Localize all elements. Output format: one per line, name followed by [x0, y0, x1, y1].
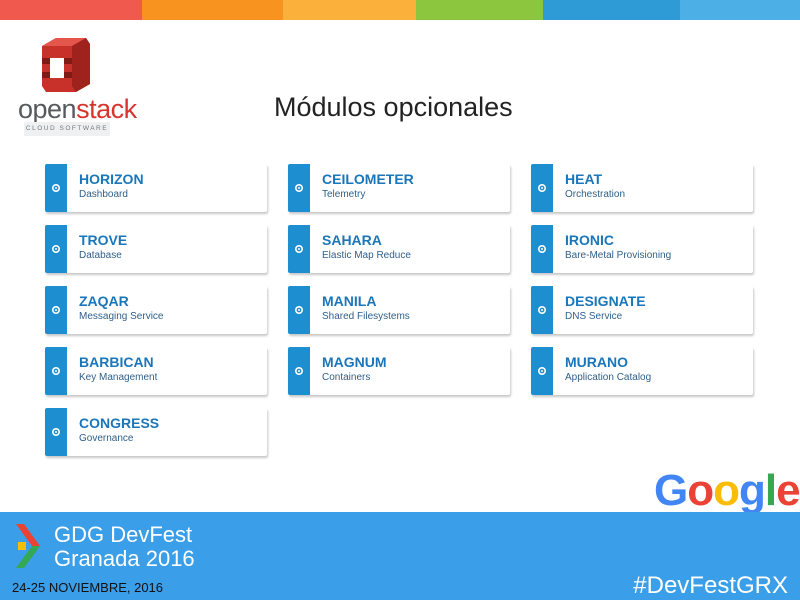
module-strip: [45, 286, 67, 334]
module-name: TROVE: [79, 232, 128, 248]
module-name: ZAQAR: [79, 293, 129, 309]
google-letter: g: [739, 466, 766, 515]
module-strip: [531, 164, 553, 212]
color-segment: [543, 0, 680, 20]
module-card[interactable]: TROVE Database: [45, 225, 267, 273]
event-hashtag: #DevFestGRX: [633, 572, 788, 599]
module-card[interactable]: IRONIC Bare-Metal Provisioning: [531, 225, 753, 273]
module-strip: [45, 225, 67, 273]
module-strip: [531, 225, 553, 273]
openstack-cube-icon: [42, 38, 90, 92]
module-card[interactable]: ZAQAR Messaging Service: [45, 286, 267, 334]
gear-icon: [294, 183, 304, 193]
module-description: Dashboard: [79, 189, 128, 200]
logo-brand-stack: stack: [76, 94, 137, 124]
module-description: Application Catalog: [565, 372, 652, 383]
gear-icon: [51, 244, 61, 254]
module-description: Orchestration: [565, 189, 626, 200]
module-description: Bare-Metal Provisioning: [565, 250, 672, 261]
logo-subtitle: CLOUD SOFTWARE: [24, 122, 110, 136]
gear-icon: [537, 183, 547, 193]
event-name: GDG DevFest: [54, 522, 193, 547]
module-card[interactable]: BARBICAN Key Management: [45, 347, 267, 395]
module-card[interactable]: CEILOMETER Telemetry: [288, 164, 510, 212]
module-description: Governance: [79, 433, 134, 444]
module-name: MANILA: [322, 293, 377, 309]
module-description: Containers: [322, 372, 371, 383]
module-strip: [288, 347, 310, 395]
module-name: BARBICAN: [79, 354, 154, 370]
event-dates: 24-25 NOVIEMBRE, 2016: [12, 580, 164, 595]
gear-icon: [294, 366, 304, 376]
module-card[interactable]: MAGNUM Containers: [288, 347, 510, 395]
module-name: HEAT: [565, 171, 603, 187]
module-strip: [531, 347, 553, 395]
slide-title: Módulos opcionales: [274, 92, 513, 122]
module-description: Database: [79, 250, 122, 261]
gear-icon: [51, 305, 61, 315]
module-description: Shared Filesystems: [322, 311, 410, 322]
module-strip: [288, 286, 310, 334]
footer-band: [0, 512, 800, 600]
module-description: Key Management: [79, 372, 158, 383]
module-name: DESIGNATE: [565, 293, 646, 309]
module-name: MAGNUM: [322, 354, 387, 370]
module-strip: [288, 164, 310, 212]
module-description: Messaging Service: [79, 311, 164, 322]
gear-icon: [537, 305, 547, 315]
module-card[interactable]: HORIZON Dashboard: [45, 164, 267, 212]
module-name: MURANO: [565, 354, 628, 370]
gear-icon: [294, 305, 304, 315]
google-letter: o: [687, 466, 714, 515]
module-card[interactable]: SAHARA Elastic Map Reduce: [288, 225, 510, 273]
module-strip: [45, 408, 67, 456]
module-card[interactable]: CONGRESS Governance: [45, 408, 267, 456]
module-strip: [45, 164, 67, 212]
module-name: CONGRESS: [79, 415, 160, 431]
gear-icon: [537, 244, 547, 254]
gdg-logo-icon: [16, 524, 40, 568]
module-description: Telemetry: [322, 189, 366, 200]
module-description: DNS Service: [565, 311, 623, 322]
module-description: Elastic Map Reduce: [322, 250, 411, 261]
google-letter: G: [654, 466, 688, 515]
google-logo: Google: [654, 466, 800, 516]
gear-icon: [51, 366, 61, 376]
module-strip: [288, 225, 310, 273]
gear-icon: [51, 427, 61, 437]
gear-icon: [51, 183, 61, 193]
color-segment: [680, 0, 800, 20]
module-strip: [531, 286, 553, 334]
module-strip: [45, 347, 67, 395]
color-segment: [0, 0, 142, 20]
module-name: IRONIC: [565, 232, 614, 248]
color-segment: [142, 0, 283, 20]
openstack-logo: openstack CLOUD SOFTWARE: [18, 36, 137, 136]
module-name: SAHARA: [322, 232, 382, 248]
top-color-bar: [0, 0, 800, 20]
module-card[interactable]: MURANO Application Catalog: [531, 347, 753, 395]
color-segment: [416, 0, 543, 20]
gear-icon: [294, 244, 304, 254]
logo-wordmark: openstack: [18, 94, 137, 125]
logo-brand-open: open: [18, 94, 77, 124]
gear-icon: [537, 366, 547, 376]
module-name: CEILOMETER: [322, 171, 414, 187]
module-card[interactable]: DESIGNATE DNS Service: [531, 286, 753, 334]
google-letter: o: [713, 466, 740, 515]
color-segment: [283, 0, 416, 20]
module-card[interactable]: HEAT Orchestration: [531, 164, 753, 212]
event-location: Granada 2016: [54, 546, 195, 571]
google-letter: l: [764, 466, 777, 515]
module-name: HORIZON: [79, 171, 144, 187]
module-card[interactable]: MANILA Shared Filesystems: [288, 286, 510, 334]
google-letter: e: [776, 466, 800, 515]
